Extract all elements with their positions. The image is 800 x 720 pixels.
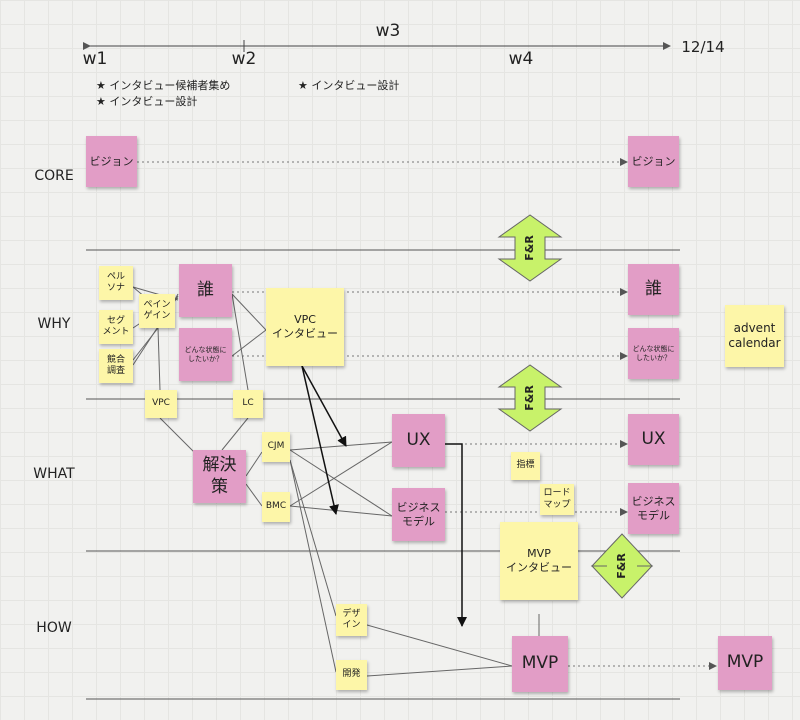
sticky-note-vision[interactable]: ビジョン	[86, 136, 137, 187]
connector	[231, 293, 267, 331]
connector	[245, 483, 263, 507]
task-label: ★ インタビュー設計	[298, 79, 400, 92]
sticky-note-mvp-goal[interactable]: MVP	[718, 636, 772, 690]
sticky-note-business-model[interactable]: ビジネス モデル	[392, 488, 445, 541]
week-label-w2: w2	[231, 49, 257, 69]
connector	[132, 327, 159, 361]
fr-arrow: F&R	[590, 533, 654, 599]
sticky-note-advent-calendar[interactable]: advent calendar	[725, 305, 784, 367]
task-label: ★ インタビュー候補者集め	[96, 79, 231, 92]
sticky-note-segment[interactable]: セグ メント	[99, 310, 133, 344]
sticky-note-ux[interactable]: UX	[392, 414, 445, 467]
fr-arrow: F&R	[497, 364, 563, 432]
connector	[289, 441, 393, 507]
sticky-note-competitor-research[interactable]: 競合 調査	[99, 349, 133, 383]
connector	[289, 449, 393, 517]
sticky-note-vpc-interview[interactable]: VPC インタビュー	[266, 288, 344, 366]
sticky-note-metrics[interactable]: 指標	[511, 452, 540, 480]
week-label-w3: w3	[375, 21, 401, 41]
sticky-note-mvp-interview[interactable]: MVP インタビュー	[500, 522, 578, 600]
timeline-end-date: 12/14	[681, 38, 725, 56]
week-label-w4: w4	[508, 49, 534, 69]
sticky-note-who-goal[interactable]: 誰	[628, 264, 679, 315]
connector	[289, 459, 337, 673]
fr-arrow: F&R	[497, 214, 563, 282]
sticky-note-who[interactable]: 誰	[179, 264, 232, 317]
connector	[159, 417, 195, 453]
sticky-note-development[interactable]: 開発	[336, 660, 367, 690]
sticky-note-design[interactable]: デザ イン	[336, 604, 367, 636]
connector	[366, 665, 513, 677]
connector	[301, 365, 339, 515]
sticky-note-persona[interactable]: ペル ソナ	[99, 266, 133, 300]
sticky-note-mvp[interactable]: MVP	[512, 636, 568, 692]
fr-label: F&R	[523, 235, 536, 261]
week-label-w1: w1	[82, 49, 108, 69]
sticky-note-ux-goal[interactable]: UX	[628, 414, 679, 465]
connector	[157, 327, 161, 391]
connector	[301, 365, 347, 447]
sticky-note-desired-state[interactable]: どんな状態に したいか？	[179, 328, 232, 381]
sticky-note-pain-gain[interactable]: ペイン ゲイン	[139, 294, 175, 328]
connector	[289, 459, 337, 617]
connector	[231, 293, 249, 391]
sticky-note-business-model-goal[interactable]: ビジネス モデル	[628, 483, 679, 534]
connector	[289, 505, 393, 517]
connector	[231, 329, 267, 357]
sticky-note-vision-goal[interactable]: ビジョン	[628, 136, 679, 187]
connector	[289, 441, 393, 451]
sticky-note-roadmap[interactable]: ロード マップ	[540, 484, 574, 515]
lane-label-core: CORE	[34, 168, 74, 184]
sticky-note-cjm[interactable]: CJM	[262, 432, 290, 462]
connector	[366, 624, 513, 667]
connector	[245, 451, 263, 477]
task-label: ★ インタビュー設計	[96, 95, 198, 108]
lane-label-how: HOW	[36, 620, 72, 636]
connector	[445, 443, 467, 627]
connector	[221, 417, 249, 451]
sticky-note-desired-state-goal[interactable]: どんな状態に したいか？	[628, 328, 679, 379]
sticky-note-lc[interactable]: LC	[233, 390, 263, 418]
fr-label: F&R	[615, 553, 628, 579]
sticky-note-bmc[interactable]: BMC	[262, 492, 290, 522]
sticky-note-solution[interactable]: 解決 策	[193, 450, 246, 503]
fr-label: F&R	[523, 385, 536, 411]
sticky-note-vpc[interactable]: VPC	[145, 390, 177, 418]
lane-label-why: WHY	[37, 316, 71, 332]
lane-label-what: WHAT	[33, 466, 75, 482]
